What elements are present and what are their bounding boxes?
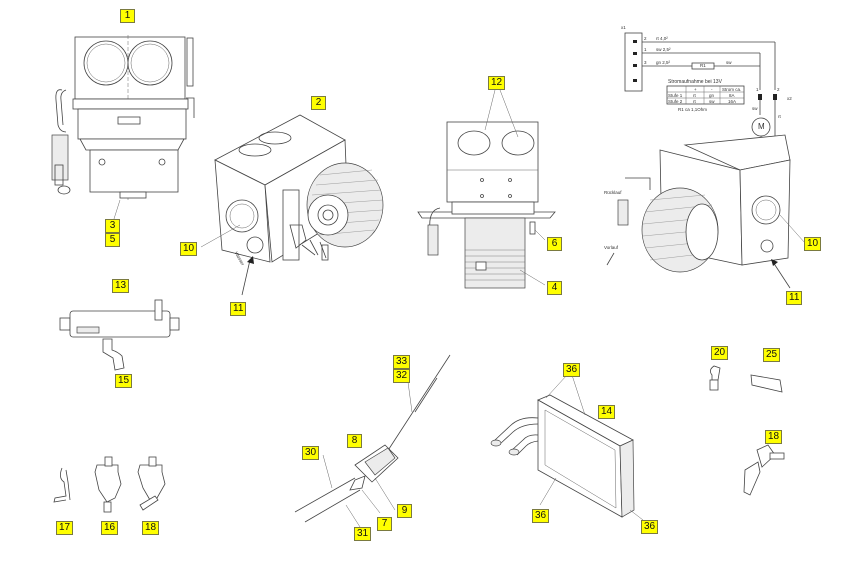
table-header-minus: - [711,87,713,92]
control-cable-assembly [294,354,451,528]
callout-32: 32 [393,369,411,383]
callout-31: 31 [354,527,372,541]
heater-unit-front-view [51,35,195,223]
callout-5: 5 [105,233,120,247]
table-note: R1 ca 1,1Ohm [678,107,708,112]
table-title: Stromaufnahme bei 13V [668,79,722,85]
callout-13: 13 [112,279,130,293]
callout-25: 25 [763,348,781,362]
heater-unit-rear-view [417,89,556,289]
pin-3-number: 3 [644,60,647,65]
wire-pin-3: gn 2,5² [656,60,671,65]
heater-unit-side-view [606,134,806,289]
callout-7: 7 [377,517,392,531]
callout-14: 14 [598,405,616,419]
callout-4: 4 [547,281,562,295]
wire-pin-1: sw 2,5² [656,47,671,52]
table-row2-label: Stufe 2 [668,99,683,104]
motor-wire-right: rt [778,114,781,119]
table-row1-current: 8A [729,93,735,98]
heater-core [490,374,644,521]
motor-wire-left: sw [752,106,758,111]
callout-20: 20 [711,346,729,360]
callout-1: 1 [120,9,135,23]
callout-18-left: 18 [142,521,160,535]
supply-annotation: Vorlauf [604,245,619,250]
table-header-plus: + [694,87,697,92]
small-fittings [53,456,166,513]
heater-unit-iso-view [200,114,384,296]
callout-18-right: 18 [765,430,783,444]
x2-pin-1: 1 [756,87,759,92]
callout-36-top: 36 [563,363,581,377]
wiring-diagram [624,32,777,146]
callout-11-right: 11 [786,291,803,305]
table-row1-label: Stufe 1 [668,93,683,98]
callout-17: 17 [56,521,74,535]
callout-6: 6 [547,237,562,251]
callout-12: 12 [488,76,506,90]
table-row1-minus: gn [709,93,715,98]
table-row2-minus: sw [709,99,715,104]
callout-11-left: 11 [230,302,247,316]
callout-2: 2 [311,96,326,110]
table-row2-plus: rt [693,99,696,104]
callout-15: 15 [115,374,133,388]
resistor-r1-label: R1 [700,63,706,68]
callout-3: 3 [105,219,120,233]
x2-pin-2: 2 [777,87,780,92]
wire-after-resistor: sw [726,60,732,65]
callout-33: 33 [393,355,411,369]
callout-16: 16 [101,521,119,535]
pin-2-number: 2 [644,36,647,41]
motor-symbol: M [758,122,765,131]
callout-36-bottom-right: 36 [641,520,659,534]
callout-10-left: 10 [180,242,198,256]
callout-36-bottom-left: 36 [532,509,550,523]
water-pipe-part [59,299,180,371]
connector-x1-label: x1 [621,25,626,30]
pin-1-number: 1 [644,47,647,52]
callout-30: 30 [302,446,320,460]
table-header-current: Strom ca. [722,87,742,92]
table-row1-plus: rt [693,93,696,98]
table-row2-current: 16A [728,99,737,104]
callout-10-right: 10 [804,237,822,251]
wire-pin-2: rt 4,0² [656,36,668,41]
return-annotation: Rücklauf [604,190,622,195]
clips-and-valve [709,365,785,496]
callout-8: 8 [347,434,362,448]
connector-x2-label: x2 [787,96,792,101]
callout-9: 9 [397,504,412,518]
